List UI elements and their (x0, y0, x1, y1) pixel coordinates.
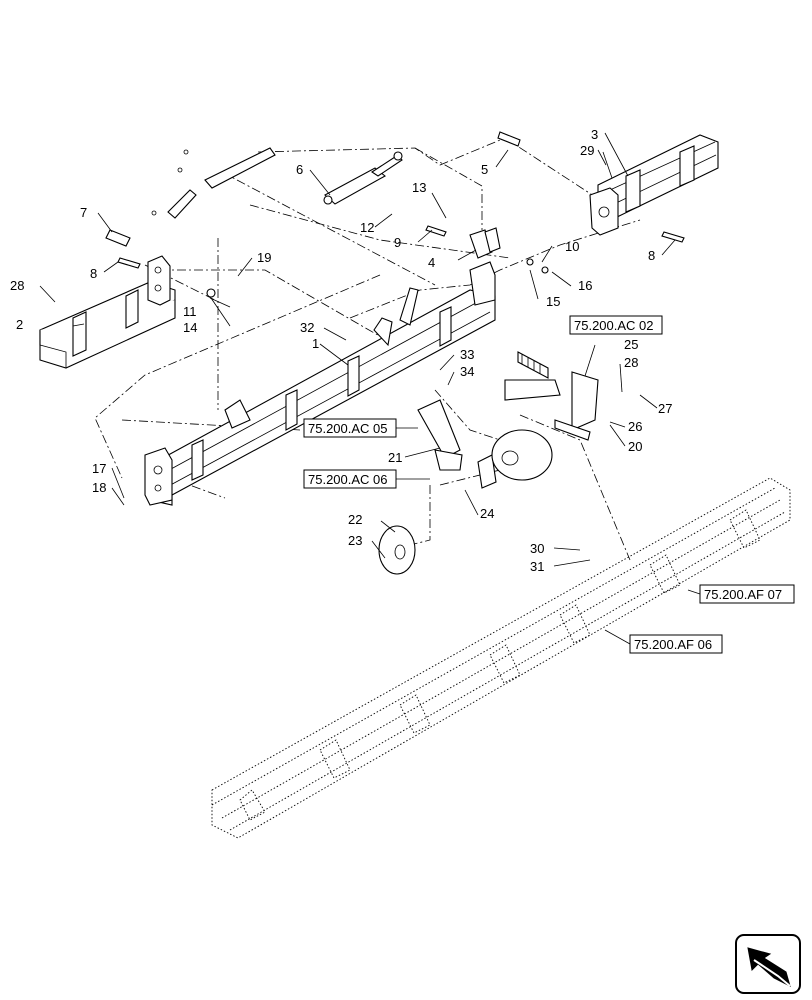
left-frame-bar (39, 255, 176, 369)
callout-26: 26 (628, 419, 642, 434)
callout-21: 21 (388, 450, 402, 465)
callout-24: 24 (480, 506, 494, 521)
row-unit-frame (211, 477, 791, 839)
reference-boxes: 75.200.AC 02 75.200.AC 05 75.200.AC 06 7… (303, 315, 795, 654)
callout-7: 7 (80, 205, 87, 220)
callout-34: 34 (460, 364, 474, 379)
callout-28: 28 (624, 355, 638, 370)
callout-15: 15 (546, 294, 560, 309)
coulter-discs (378, 429, 553, 575)
callout-13: 13 (412, 180, 426, 195)
callout-2: 2 (16, 317, 23, 332)
callout-30: 30 (530, 541, 544, 556)
reference-75-200-af-06: 75.200.AF 06 (634, 637, 712, 652)
callout-4: 4 (428, 255, 435, 270)
callout-31: 31 (530, 559, 544, 574)
reference-75-200-ac-05: 75.200.AC 05 (308, 421, 388, 436)
callout-8a: 8 (90, 266, 97, 281)
callout-12: 12 (360, 220, 374, 235)
leader-lines (39, 132, 676, 567)
upper-left-linkage (151, 147, 276, 219)
callout-29a: 28 (10, 278, 24, 293)
main-frame (144, 261, 496, 506)
callout-8b: 8 (648, 248, 655, 263)
callout-11: 11 (183, 304, 197, 319)
reference-75-200-ac-06: 75.200.AC 06 (308, 472, 388, 487)
reference-75-200-ac-02: 75.200.AC 02 (574, 318, 654, 333)
callout-20: 20 (628, 439, 642, 454)
callout-3: 3 (591, 127, 598, 142)
center-bracket (105, 131, 685, 298)
callout-10: 10 (565, 239, 579, 254)
callout-9: 9 (394, 235, 401, 250)
callout-6: 6 (296, 162, 303, 177)
callout-17: 17 (92, 461, 106, 476)
callout-16: 16 (578, 278, 592, 293)
callout-33: 33 (460, 347, 474, 362)
callout-numbers: 1 2 3 4 5 6 7 8 8 9 10 11 12 13 14 15 16… (10, 127, 672, 574)
callout-32: 32 (300, 320, 314, 335)
callout-27: 27 (658, 401, 672, 416)
hydraulic-cylinder (323, 151, 403, 205)
spring-assemblies (417, 351, 599, 489)
callout-1: 1 (312, 336, 319, 351)
callout-29b: 29 (580, 143, 594, 158)
callout-25: 25 (624, 337, 638, 352)
callout-23: 23 (348, 533, 362, 548)
callout-18: 18 (92, 480, 106, 495)
reference-75-200-af-07: 75.200.AF 07 (704, 587, 782, 602)
callout-5: 5 (481, 162, 488, 177)
callout-19: 19 (257, 250, 271, 265)
callout-22: 22 (348, 512, 362, 527)
next-page-arrow-icon[interactable] (735, 934, 801, 994)
right-frame-bar (589, 134, 719, 236)
callout-14: 14 (183, 320, 197, 335)
